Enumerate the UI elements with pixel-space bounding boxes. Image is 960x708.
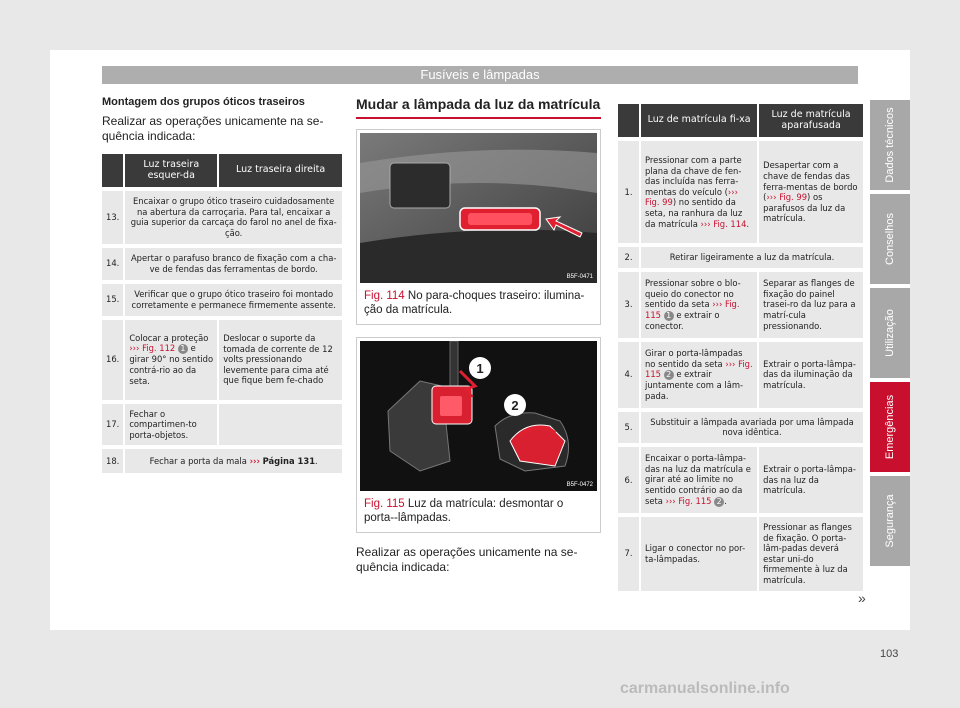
- table-row: 2. Retirar ligeiramente a luz da matrícu…: [618, 243, 863, 270]
- intro-text: Realizar as operações unicamente na se-q…: [102, 114, 324, 143]
- bumper-plate-light-image: B5F-0471: [360, 133, 597, 283]
- chapter-tabs: Dados técnicos Conselhos Utilização Emer…: [870, 100, 910, 570]
- figure-label: Fig. 114: [364, 290, 405, 302]
- table-row: 3. Pressionar sobre o blo-queio do conec…: [618, 267, 863, 340]
- col-right-light: Luz traseira direita: [217, 154, 342, 190]
- link-fig-115[interactable]: Fig. 115: [645, 358, 753, 380]
- svg-text:2: 2: [511, 398, 518, 413]
- tab-seguranca[interactable]: Segurança: [870, 476, 910, 566]
- ref-marker-2: 2: [714, 496, 725, 507]
- link-fig-115[interactable]: Fig. 115: [678, 495, 712, 506]
- section-header: Fusíveis e lâmpadas: [102, 66, 858, 84]
- figure-115: 1 2 B5F-0472 Fig. 115 Luz da matrícula: …: [356, 337, 601, 533]
- link-fig-115[interactable]: Fig. 115: [645, 299, 740, 320]
- left-column: Montagem dos grupos óticos traseiros Rea…: [102, 96, 342, 474]
- steps-table-rear-lights: Luz traseira esquer-da Luz traseira dire…: [102, 154, 342, 474]
- section-title: Montagem dos grupos óticos traseiros: [102, 96, 305, 108]
- table-row: 1. Pressionar com a parte plana da chave…: [618, 137, 863, 246]
- table-row: 4. Girar o porta-lâmpadas no sentido da …: [618, 337, 863, 410]
- ref-marker-1: 1: [177, 344, 188, 355]
- figure-label: Fig. 115: [364, 498, 405, 510]
- figure-114: B5F-0471 Fig. 114 No para-choques trasei…: [356, 129, 601, 325]
- link-fig-99[interactable]: Fig. 99: [645, 197, 673, 208]
- section-heading: Mudar a lâmpada da luz da matrícula: [356, 96, 601, 119]
- right-column: Luz de matrícula fi-xa Luz de matrícula …: [618, 104, 863, 591]
- col-fixed-light: Luz de matrícula fi-xa: [638, 104, 759, 140]
- ref-marker-2: 2: [663, 370, 674, 381]
- tab-conselhos[interactable]: Conselhos: [870, 194, 910, 284]
- tab-utilizacao[interactable]: Utilização: [870, 288, 910, 378]
- outro-text: Realizar as operações unicamente na se-q…: [356, 545, 578, 574]
- ref-marker-1: 1: [663, 310, 674, 321]
- continue-icon: »: [858, 590, 866, 606]
- table-row: 17. Fechar o compartimen-to porta-objeto…: [102, 399, 342, 448]
- figure-caption: Luz da matrícula: desmontar o porta--lâm…: [364, 498, 564, 524]
- tab-emergencias[interactable]: Emergências: [870, 382, 910, 472]
- table-row: 15. Verificar que o grupo ótico traseiro…: [102, 279, 342, 318]
- link-fig-114[interactable]: Fig. 114: [713, 218, 747, 229]
- tab-dados-tecnicos[interactable]: Dados técnicos: [870, 100, 910, 190]
- table-row: 16. Colocar a proteção ››› Fig. 112 1 e …: [102, 315, 342, 402]
- link-fig-112[interactable]: Fig. 112: [142, 343, 176, 354]
- lamp-holder-image: 1 2 B5F-0472: [360, 341, 597, 491]
- watermark: carmanualsonline.info: [620, 680, 790, 697]
- svg-text:1: 1: [476, 361, 483, 376]
- table-row: 13. Encaixar o grupo ótico traseiro cuid…: [102, 187, 342, 246]
- page-number: 103: [880, 648, 899, 660]
- col-left-light: Luz traseira esquer-da: [123, 154, 219, 190]
- table-row: 6. Encaixar o porta-lâmpa-das na luz da …: [618, 442, 863, 515]
- col-screwed-light: Luz de matrícula aparafusada: [757, 104, 863, 140]
- middle-column: Mudar a lâmpada da luz da matrícula B5F-…: [356, 96, 601, 585]
- figure-caption: No para-choques traseiro: ilumina-ção da…: [364, 290, 585, 316]
- table-row: 5. Substituir a lâmpada avariada por uma…: [618, 407, 863, 445]
- link-page-131[interactable]: Página 131: [262, 456, 316, 467]
- link-fig-99[interactable]: Fig. 99: [779, 192, 808, 203]
- table-row: 18. Fechar a porta da mala ››› Página 13…: [102, 445, 342, 474]
- table-row: 7. Ligar o conector no por-ta-lâmpadas. …: [618, 512, 863, 591]
- steps-table-plate-light: Luz de matrícula fi-xa Luz de matrícula …: [618, 104, 863, 591]
- table-row: 14. Apertar o parafuso branco de fixação…: [102, 243, 342, 282]
